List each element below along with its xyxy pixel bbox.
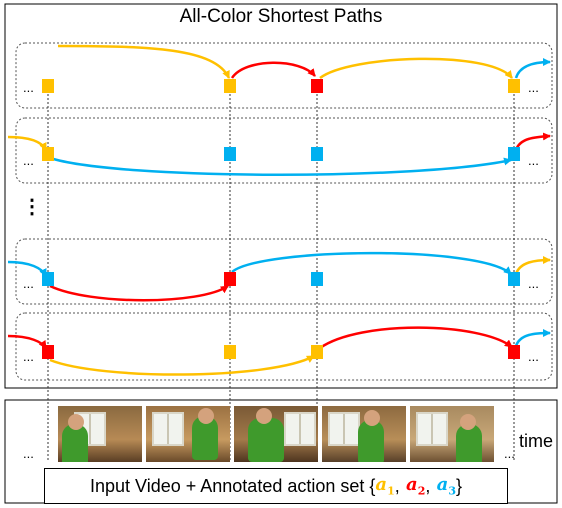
caption-separator-1: , (394, 475, 400, 496)
action-a2: a2 (400, 474, 426, 498)
vertical-ellipsis: ⋮ (22, 196, 42, 218)
path-row-box-1 (15, 42, 553, 109)
video-right-ellipsis: ... (504, 446, 515, 461)
row-3-right-ellipsis: ... (528, 276, 539, 291)
path-3-node-4 (508, 272, 520, 286)
action-a1-subscript: 1 (387, 484, 395, 498)
action-a3-subscript: 3 (448, 484, 456, 498)
row-3-left-ellipsis: ... (23, 276, 34, 291)
path-4-node-3 (311, 345, 323, 359)
action-a3: a3 (430, 474, 456, 498)
video-frame-1 (58, 406, 142, 462)
path-3-arrow-a2-long (49, 284, 229, 302)
path-row-box-2 (15, 117, 553, 184)
path-2-arrow-a3-long (49, 156, 512, 176)
row-4-right-ellipsis: ... (528, 349, 539, 364)
path-1-arrow-a1 (319, 57, 513, 80)
time-label: time (519, 431, 554, 451)
path-4-arrow-a1-long (49, 354, 315, 376)
path-3-arrow-a3-long (231, 251, 512, 275)
path-nodes (42, 79, 520, 359)
paths-panel (4, 3, 558, 389)
path-3-arrow-a3-in (7, 260, 48, 277)
path-2-arrow-a2-out (514, 132, 551, 151)
path-4-node-4 (508, 345, 520, 359)
video-frame-3 (234, 406, 318, 462)
path-2-node-3 (311, 147, 323, 161)
path-4-node-1 (42, 345, 54, 359)
path-1-node-1 (42, 79, 54, 93)
action-a1: a1 (375, 474, 394, 498)
path-row-box-4 (15, 312, 553, 381)
path-2-arrow-a1-in (7, 135, 48, 151)
path-4-arrow-a2-long (319, 326, 513, 350)
path-1-arrow-a3-out (514, 58, 551, 79)
path-2-node-2 (224, 147, 236, 161)
row-4-left-ellipsis: ... (23, 349, 34, 364)
path-4-arrow-a2-in (7, 334, 48, 349)
row-1-left-ellipsis: ... (23, 80, 34, 95)
path-3-node-2 (224, 272, 236, 286)
video-left-ellipsis: ... (23, 446, 34, 461)
path-1-arrow-a2 (230, 61, 316, 79)
video-frame-4 (322, 406, 406, 462)
row-1-right-ellipsis: ... (528, 80, 539, 95)
action-a2-letter: a (406, 474, 418, 496)
path-3-node-3 (311, 272, 323, 286)
caption-suffix: } (455, 475, 462, 496)
path-2-node-4 (508, 147, 520, 161)
video-frame-2 (146, 406, 230, 462)
path-4-node-2 (224, 345, 236, 359)
video-frame-5 (410, 406, 494, 462)
path-2-node-1 (42, 147, 54, 161)
path-3-arrow-a1-out (514, 256, 551, 275)
diagram-title: All-Color Shortest Paths (179, 6, 383, 27)
path-3-node-1 (42, 272, 54, 286)
path-1-arrow-a1-long (57, 44, 231, 79)
path-row-box-3 (15, 238, 553, 305)
row-2-left-ellipsis: ... (23, 153, 34, 168)
input-caption: Input Video + Annotated action set { a1 … (44, 468, 508, 504)
action-a1-letter: a (375, 474, 388, 496)
path-1-node-3 (311, 79, 323, 93)
path-1-node-4 (508, 79, 520, 93)
path-4-arrow-a3-out (514, 329, 551, 347)
path-1-node-2 (224, 79, 236, 93)
caption-separator-2: , (425, 475, 431, 496)
caption-prefix: Input Video + Annotated action set { (90, 475, 376, 496)
action-a2-subscript: 2 (417, 484, 426, 498)
action-a3-letter: a (436, 474, 449, 496)
row-2-right-ellipsis: ... (528, 153, 539, 168)
